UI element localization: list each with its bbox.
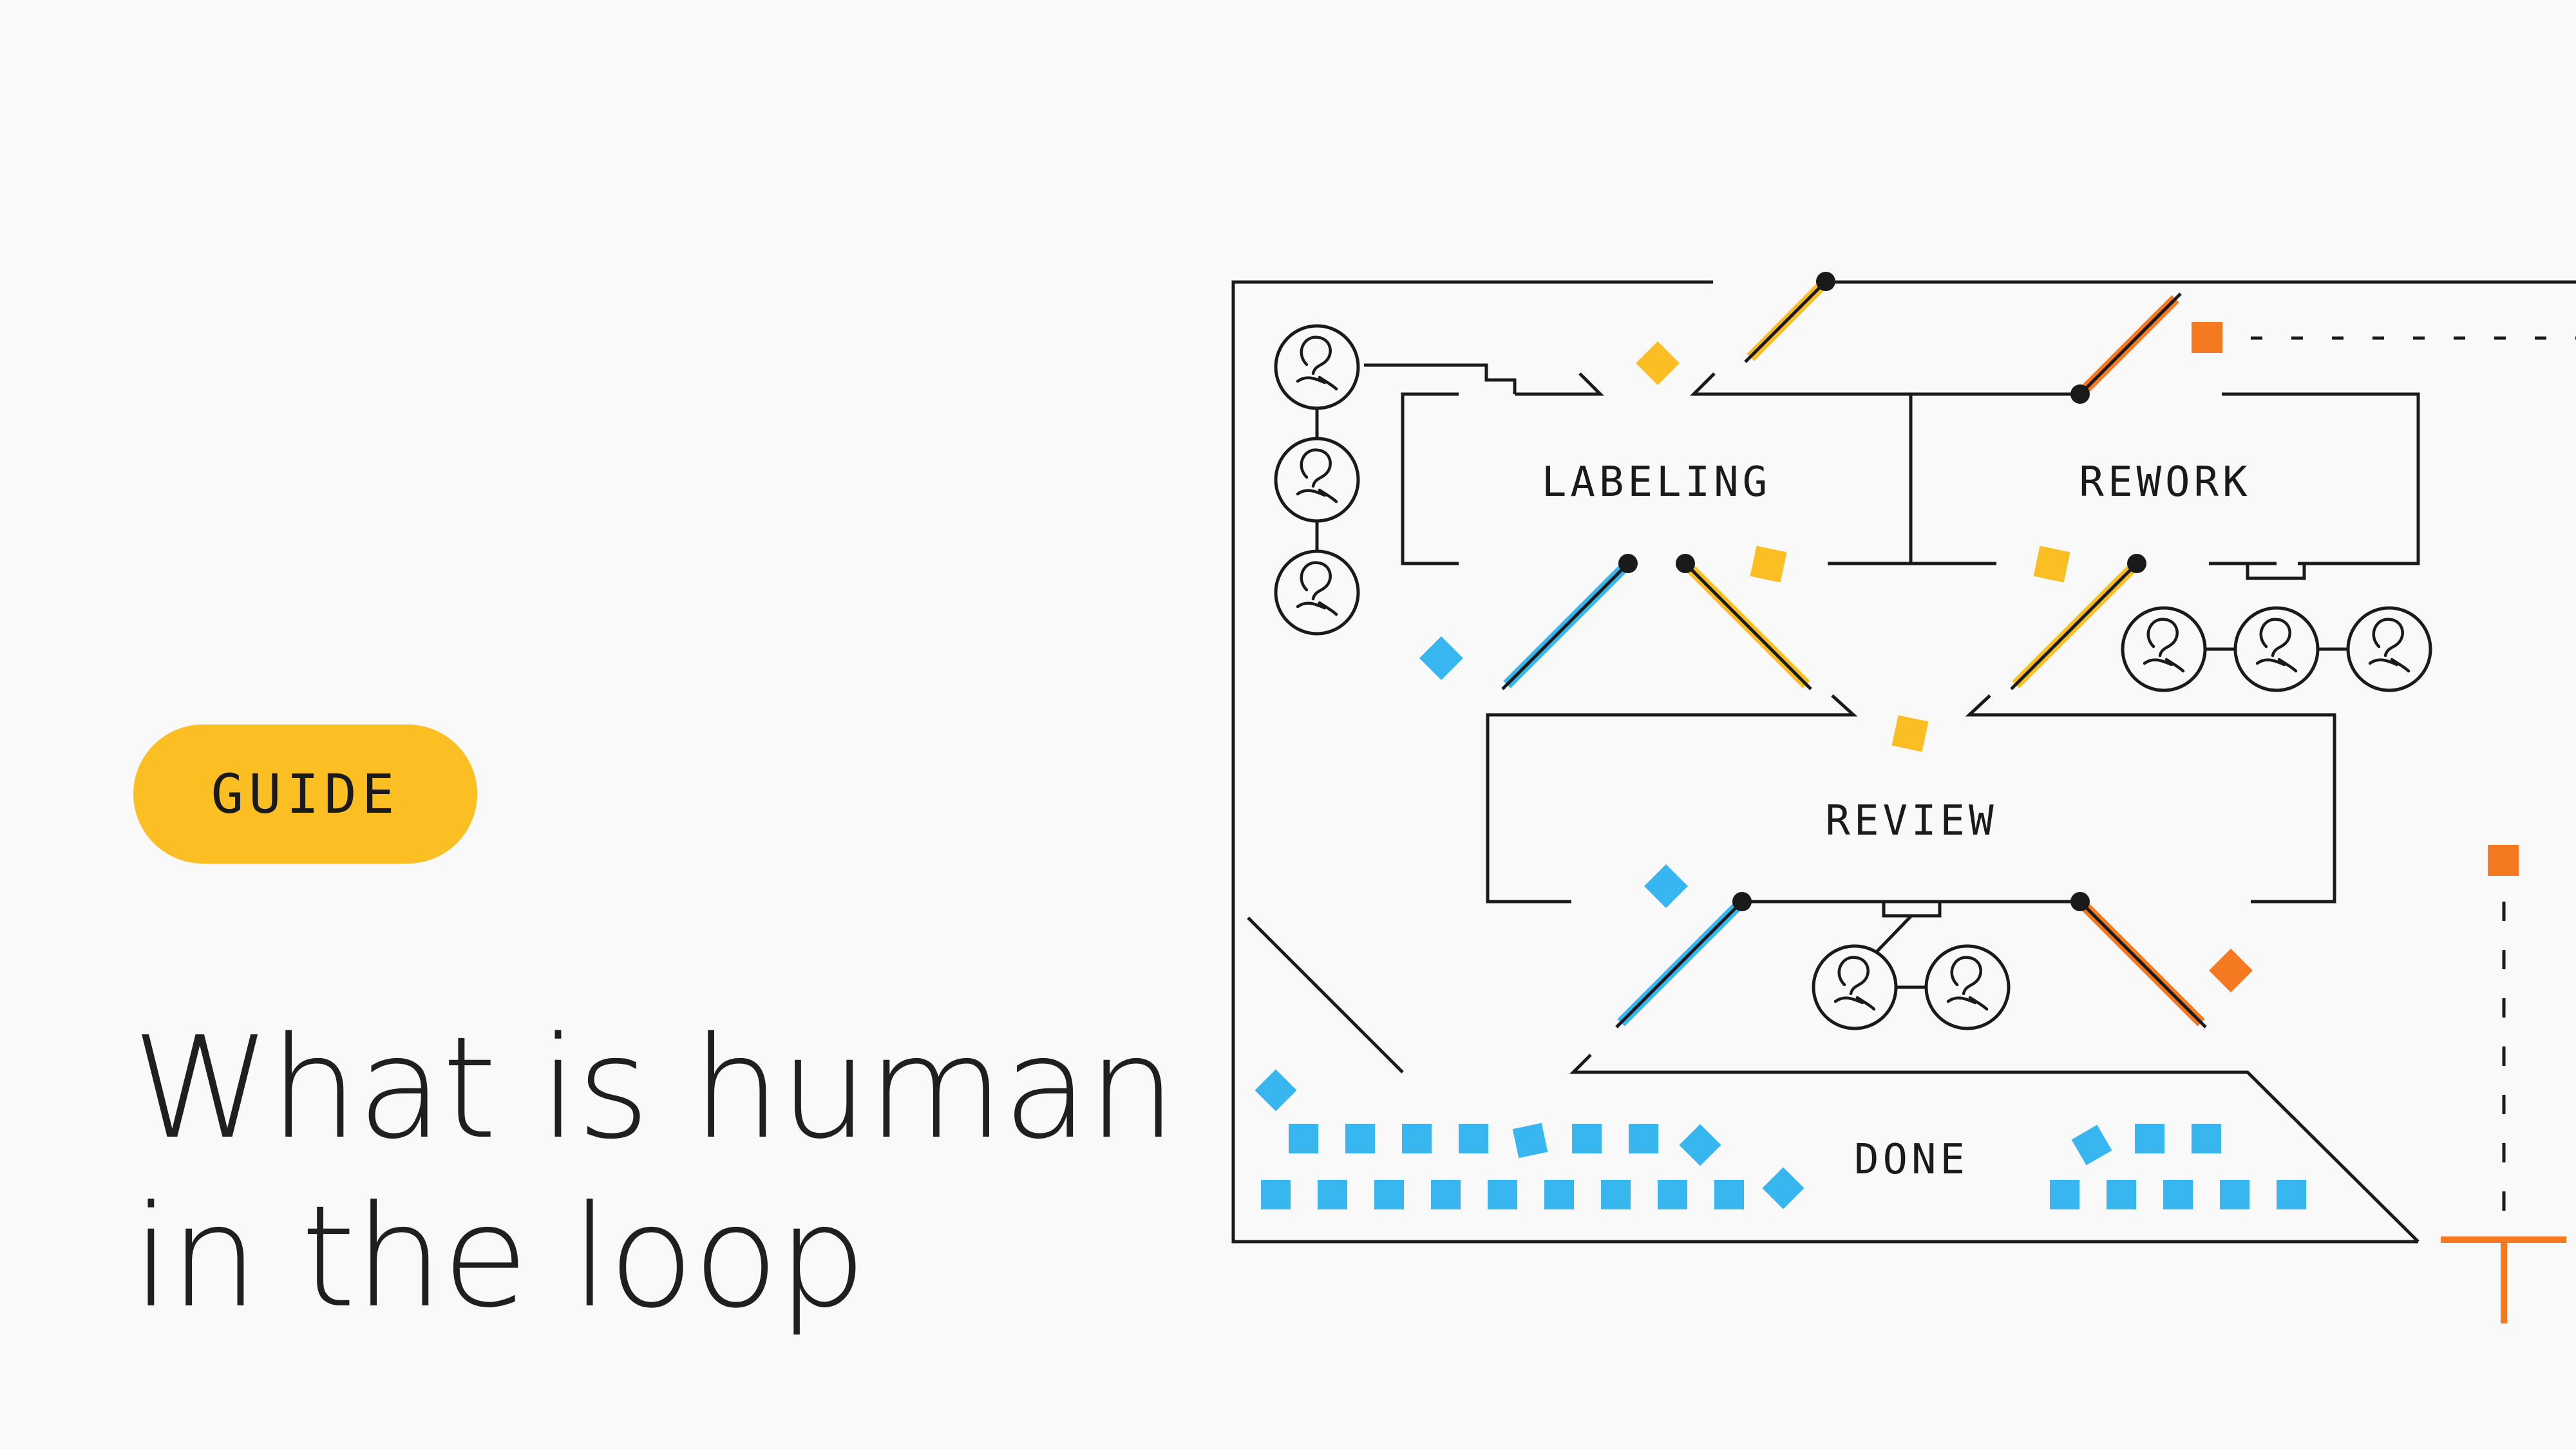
title-line-2: in the loop [132,1176,867,1339]
review-top-left [1486,713,1852,904]
token-blue [1644,864,1688,908]
review-notch-right [1965,694,2336,904]
person-icon [1276,439,1358,521]
token-blue [1419,636,1463,680]
labeling-box-left [1401,392,1459,565]
token-orange [2488,845,2519,876]
person-icon [2235,608,2318,690]
review-person-link [1874,914,1913,954]
stage-review: REVIEW [1825,797,1997,845]
stage-rework: REWORK [2079,459,2251,506]
token-yellow [1891,715,1929,752]
review-notch-left [1831,694,1858,717]
rework-connector [2246,564,2306,580]
person-icon [1814,946,1896,1028]
labeling-connector [1364,363,1517,394]
token-orange [2209,949,2253,992]
rework-box-right [2222,392,2420,565]
rework-team [2123,608,2430,690]
frame-top-left [1231,280,2418,1244]
title-line-1: What is human [132,1007,1177,1170]
left-diagonal [1247,916,1404,1074]
token-orange [2192,322,2222,353]
token-yellow [1750,545,1787,583]
person-icon [1276,551,1358,634]
person-icon [2348,608,2430,690]
page-title: What is human in the loop [132,1005,1177,1342]
review-connector [1882,902,1942,918]
labeling-top-left-notch [1515,372,1605,396]
token-yellow [1636,341,1680,385]
guide-badge: GUIDE [133,724,477,864]
labeling-team [1276,326,1358,634]
token-yellow [2033,545,2070,583]
person-icon [1926,946,2009,1028]
stage-labeling: LABELING [1542,459,1771,506]
person-icon [1276,326,1358,408]
done-tokens [1255,1069,2306,1209]
stage-done: DONE [1854,1136,1969,1184]
person-icon [2123,608,2205,690]
done-top [1569,1054,2420,1243]
labeling-top-right-notch [1689,372,1913,564]
